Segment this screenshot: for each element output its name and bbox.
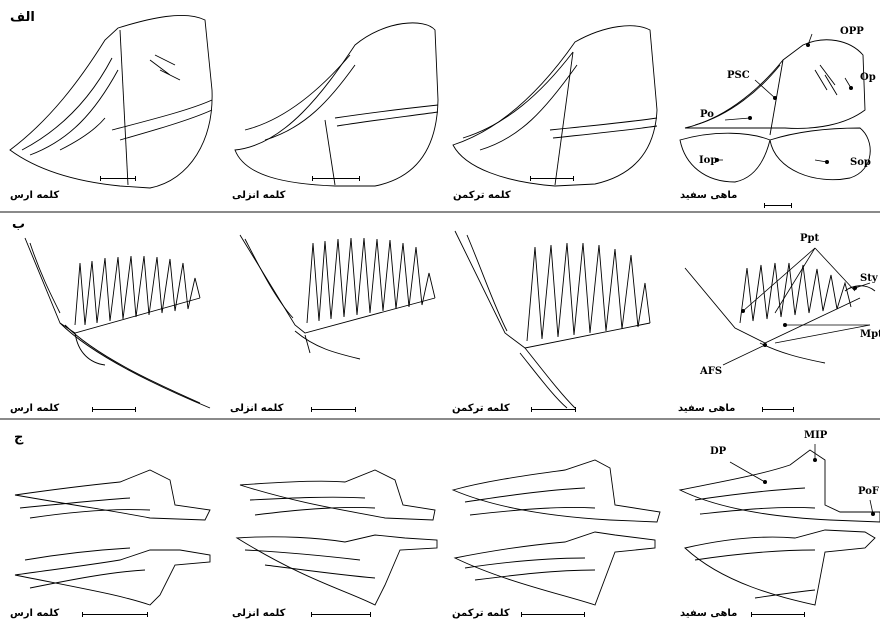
caption-turkmen: کلمه ترکمن <box>453 190 511 201</box>
annotation-sop: Sop <box>850 157 871 168</box>
annotation-sty: Sty <box>860 273 878 284</box>
scale-bar <box>764 203 792 208</box>
panel-alef: الف <box>0 0 880 210</box>
annotation-iop: Iop <box>699 155 717 166</box>
caption-aras: کلمه ارس <box>10 190 59 201</box>
scale-bar <box>92 407 136 412</box>
caption-aras: کلمه ارس <box>10 608 59 619</box>
fin-drawing-turkmen <box>445 213 665 418</box>
caption-turkmen: کلمه ترکمن <box>452 608 510 619</box>
scale-bar <box>762 407 794 412</box>
annotation-op: Op <box>860 72 876 83</box>
fin-drawing-aras <box>0 213 220 418</box>
annotation-psc: PSC <box>727 70 750 81</box>
panel-be: ب Ppt Sty Mpt AFS کلمه <box>0 213 880 418</box>
leader-lines-row2 <box>665 213 880 418</box>
bone-drawing-turkmen <box>445 420 665 626</box>
scale-bar <box>521 612 585 617</box>
scale-bar <box>751 612 805 617</box>
caption-white-fish: ماهی سفید <box>680 190 737 201</box>
scale-bar <box>311 407 356 412</box>
scale-bar <box>531 407 576 412</box>
caption-white-fish: ماهی سفید <box>680 608 737 619</box>
caption-turkmen: کلمه ترکمن <box>452 403 510 414</box>
annotation-mpt: Mpt <box>860 329 880 340</box>
scale-bar <box>312 176 360 181</box>
caption-anzali: کلمه انزلی <box>232 190 285 201</box>
leader-lines-row3 <box>665 420 880 626</box>
annotation-pof: PoF <box>858 486 879 497</box>
caption-anzali: کلمه انزلی <box>232 608 285 619</box>
scale-bar <box>100 176 136 181</box>
annotation-afs: AFS <box>700 366 722 377</box>
caption-white-fish: ماهی سفید <box>678 403 735 414</box>
panel-jim: ج DP MIP PoF کلمه ارس <box>0 420 880 626</box>
fin-drawing-anzali <box>225 213 440 418</box>
annotation-opp: OPP <box>840 26 864 37</box>
caption-aras: کلمه ارس <box>10 403 59 414</box>
annotation-mip: MIP <box>804 430 827 441</box>
scale-bar <box>311 612 371 617</box>
annotation-po: Po <box>700 109 714 120</box>
annotation-dp: DP <box>710 446 726 457</box>
annotation-ppt: Ppt <box>800 233 819 244</box>
scale-bar <box>530 176 574 181</box>
bone-drawing-anzali <box>225 420 445 626</box>
caption-anzali: کلمه انزلی <box>230 403 283 414</box>
scale-bar <box>82 612 148 617</box>
bone-drawing-aras <box>0 420 220 626</box>
